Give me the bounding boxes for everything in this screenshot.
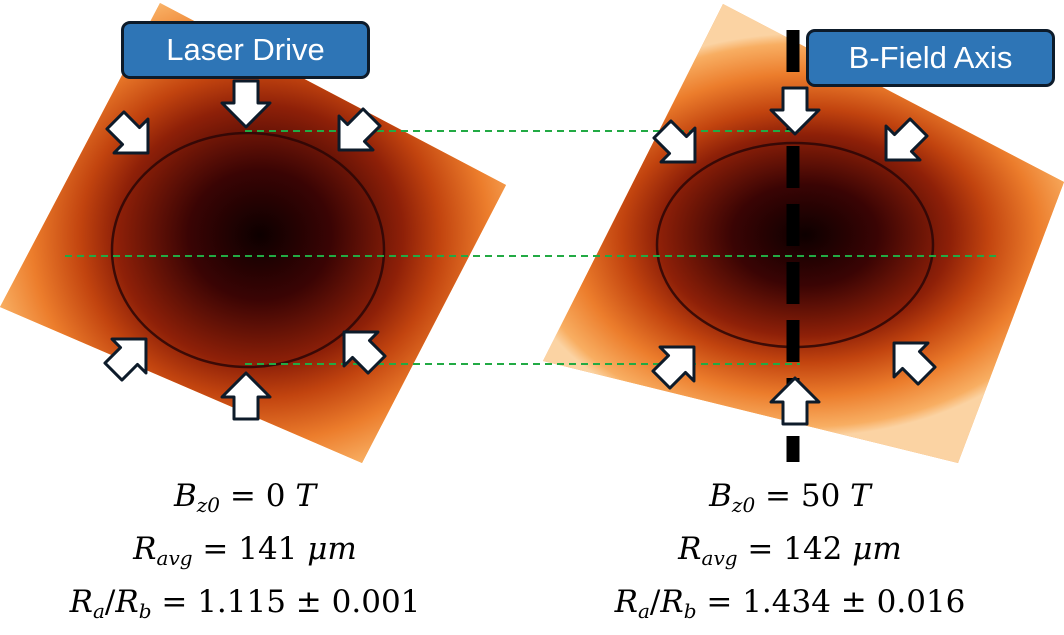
left-field-line: Bz0 = 0 T: [173, 478, 316, 517]
left-radius-line: Ravg = 141 μm: [133, 531, 357, 570]
left-shell-contour: [110, 131, 386, 369]
right-ratio-line: Ra/Rb = 1.434 ± 0.016: [614, 584, 966, 623]
laser-drive-label: Laser Drive: [166, 32, 325, 67]
guide-lines: [65, 130, 1000, 365]
left-ratio-line: Ra/Rb = 1.115 ± 0.001: [69, 584, 421, 623]
right-field-line: Bz0 = 50 T: [709, 478, 871, 517]
right-caption: Bz0 = 50 T Ravg = 142 μm Ra/Rb = 1.434 ±…: [545, 474, 1035, 633]
b-field-axis-label: B-Field Axis: [848, 40, 1013, 75]
b-field-axis-callout: B-Field Axis: [806, 29, 1055, 87]
right-radius-line: Ravg = 142 μm: [678, 531, 902, 570]
left-caption: Bz0 = 0 T Ravg = 141 μm Ra/Rb = 1.115 ± …: [0, 474, 490, 633]
laser-drive-callout: Laser Drive: [121, 21, 370, 79]
